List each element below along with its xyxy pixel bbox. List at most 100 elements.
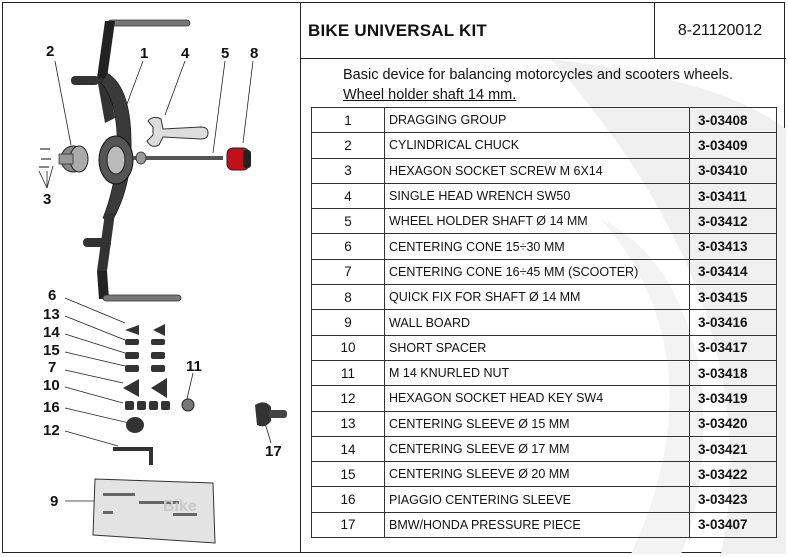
part-description: SHORT SPACER [384, 334, 690, 361]
exploded-parts-drawing: Bike [38, 19, 287, 544]
hex-screws-icon [39, 148, 51, 168]
part-number: 10 [311, 334, 385, 361]
callout-8: 8 [250, 45, 259, 62]
description-line-2: Wheel holder shaft 14 mm. [343, 87, 517, 103]
callout-3: 3 [43, 191, 52, 208]
part-number: 16 [311, 486, 385, 513]
part-code: 3-03420 [689, 410, 777, 437]
part-code: 3-03410 [689, 157, 777, 184]
part-number: 8 [311, 284, 385, 311]
quick-fix-icon [226, 147, 251, 171]
part-code: 3-03422 [689, 461, 777, 488]
part-code: 3-03407 [689, 511, 777, 539]
part-code: 3-03409 [689, 132, 777, 159]
part-code: 3-03415 [689, 284, 777, 311]
part-number: 14 [311, 435, 385, 463]
callout-14: 14 [43, 324, 60, 341]
part-description: CENTERING CONE 15÷30 MM [384, 233, 690, 260]
part-description: HEXAGON SOCKET HEAD KEY SW4 [384, 385, 690, 412]
callout-16: 16 [43, 399, 60, 416]
callout-9: 9 [50, 493, 59, 510]
part-code: 3-03419 [689, 385, 777, 412]
callout-12: 12 [43, 422, 60, 439]
callout-4: 4 [181, 45, 190, 62]
hex-key-icon [113, 447, 153, 465]
part-description: CENTERING SLEEVE Ø 17 MM [384, 435, 690, 463]
cylindrical-chuck-icon [58, 145, 89, 173]
wrench-icon [146, 116, 209, 147]
header-divider [654, 3, 655, 58]
callout-15: 15 [43, 342, 60, 359]
callout-11: 11 [186, 358, 202, 375]
callout-10: 10 [43, 377, 60, 394]
part-description: PIAGGIO CENTERING SLEEVE [384, 486, 690, 513]
part-code: 3-03411 [689, 182, 777, 210]
part-description: CYLINDRICAL CHUCK [384, 132, 690, 159]
callout-6: 6 [48, 287, 57, 304]
wall-board-icon: Bike [92, 478, 216, 544]
part-number: 15 [311, 461, 385, 488]
part-number: 5 [311, 208, 385, 235]
centering-cones-icon [123, 324, 195, 433]
kit-title: BIKE UNIVERSAL KIT [308, 21, 487, 40]
part-code: 3-03416 [689, 309, 777, 336]
part-description: CENTERING CONE 16÷45 MM (SCOOTER) [384, 258, 690, 286]
callout-1: 1 [140, 45, 149, 62]
column-divider [300, 3, 301, 552]
part-number: 11 [311, 359, 385, 387]
part-code: 3-03421 [689, 435, 777, 463]
part-description: HEXAGON SOCKET SCREW M 6X14 [384, 157, 690, 184]
wheel-shaft-icon [133, 151, 223, 165]
description-line-1: Basic device for balancing motorcycles a… [343, 67, 734, 83]
part-description: DRAGGING GROUP [384, 106, 690, 134]
callout-7: 7 [48, 359, 57, 376]
part-number: 13 [311, 410, 385, 437]
header-rule [301, 58, 786, 59]
callout-5: 5 [221, 45, 230, 62]
kit-code: 8-21120012 [677, 22, 763, 39]
part-description: CENTERING SLEEVE Ø 20 MM [384, 461, 690, 488]
part-number: 4 [311, 182, 385, 210]
part-code: 3-03417 [689, 334, 777, 361]
part-code: 3-03412 [689, 208, 777, 235]
part-description: WALL BOARD [384, 309, 690, 336]
part-number: 2 [311, 132, 385, 159]
kit-description: Basic device for balancing motorcycles a… [343, 65, 733, 105]
part-number: 12 [311, 385, 385, 412]
part-code: 3-03414 [689, 258, 777, 286]
part-description: WHEEL HOLDER SHAFT Ø 14 MM [384, 208, 690, 235]
part-number: 17 [311, 511, 385, 539]
dragging-group-icon [71, 19, 191, 302]
part-number: 7 [311, 258, 385, 286]
part-number: 3 [311, 157, 385, 184]
pressure-piece-icon [255, 402, 287, 427]
callout-2: 2 [46, 43, 55, 60]
part-code: 3-03413 [689, 233, 777, 260]
part-code: 3-03418 [689, 359, 777, 387]
part-number: 1 [311, 106, 385, 134]
part-description: BMW/HONDA PRESSURE PIECE [384, 511, 690, 539]
part-code: 3-03408 [689, 106, 777, 134]
part-number: 9 [311, 309, 385, 336]
part-code: 3-03423 [689, 486, 777, 513]
part-number: 6 [311, 233, 385, 260]
callout-17: 17 [265, 443, 282, 460]
part-description: SINGLE HEAD WRENCH SW50 [384, 182, 690, 210]
